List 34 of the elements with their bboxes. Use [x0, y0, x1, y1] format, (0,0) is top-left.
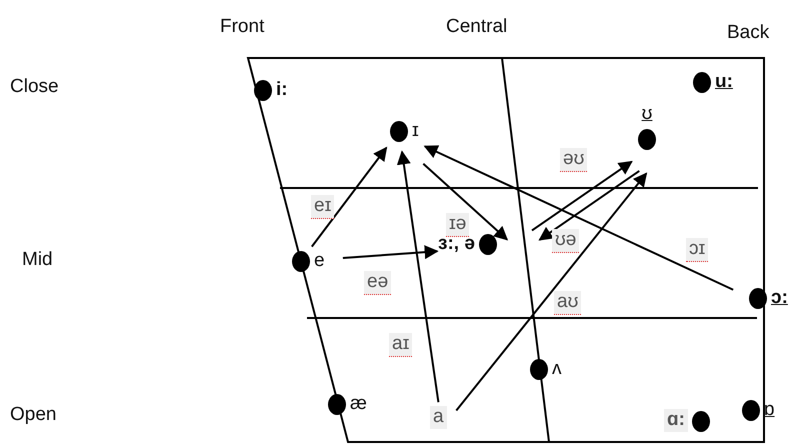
vowel-symbol: ɜ:, ə: [438, 234, 475, 255]
vowel-symbol: ʌ: [552, 359, 562, 380]
arrow: [396, 150, 440, 402]
edge-label: aɪ: [389, 333, 412, 357]
arrow: [531, 160, 633, 232]
edge-label: ʊə: [552, 229, 580, 253]
vowel-symbol: ɑ:: [664, 409, 688, 432]
edge-label: eɪ: [311, 195, 334, 219]
edge-label: ɪə: [446, 213, 470, 237]
vowel-symbol: ɔ:: [771, 288, 788, 309]
arrow: [424, 145, 734, 291]
arrow: [311, 146, 388, 248]
arrow: [422, 163, 508, 240]
arrow: [456, 172, 648, 412]
vowel-symbol: e: [314, 251, 325, 272]
edge-label: əʊ: [560, 148, 588, 172]
edge-label: aʊ: [554, 291, 582, 315]
axis-label: Close: [10, 76, 59, 98]
axis-label: Front: [220, 16, 264, 38]
arrow: [538, 170, 640, 241]
edge-label: ɔɪ: [686, 238, 708, 262]
edge-label: eə: [364, 271, 392, 295]
axis-label: Back: [727, 22, 770, 44]
axis-label: Open: [10, 404, 56, 426]
vowel-symbol: ʊ: [642, 104, 652, 125]
vowel-symbol: ɪ: [412, 121, 419, 142]
vowel-symbol: i:: [276, 80, 288, 101]
vowel-symbol: æ: [350, 394, 367, 415]
vowel-symbol: a: [430, 406, 447, 429]
vowel-symbol: u:: [715, 72, 733, 93]
axis-label: Central: [446, 16, 508, 38]
arrow: [342, 245, 439, 260]
vowel-symbol: ɒ: [764, 400, 775, 421]
axis-label: Mid: [22, 249, 53, 271]
